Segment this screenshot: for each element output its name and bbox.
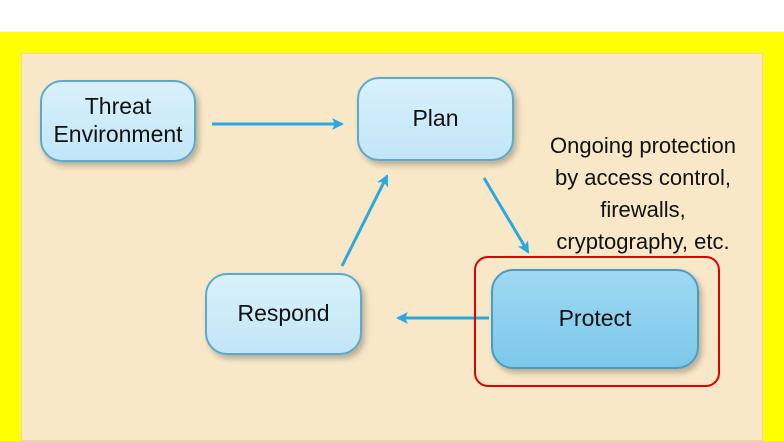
node-protect: Protect: [491, 269, 699, 369]
protection-note: Ongoing protection by access control, fi…: [550, 133, 736, 254]
node-protect-label: Protect: [558, 305, 632, 332]
arrow-plan-to-protect: [482, 177, 530, 254]
arrow-respond-to-plan: [340, 174, 389, 267]
node-threat-line2: Environment: [53, 121, 183, 147]
node-threat-line1: Threat: [84, 93, 152, 120]
node-plan-label: Plan: [412, 105, 459, 132]
node-respond-label: Respond: [237, 300, 330, 327]
node-respond: Respond: [205, 273, 362, 355]
node-threat-environment: Threat Environment: [40, 80, 196, 162]
node-plan: Plan: [357, 77, 514, 161]
protect-highlight-box: [474, 256, 720, 387]
